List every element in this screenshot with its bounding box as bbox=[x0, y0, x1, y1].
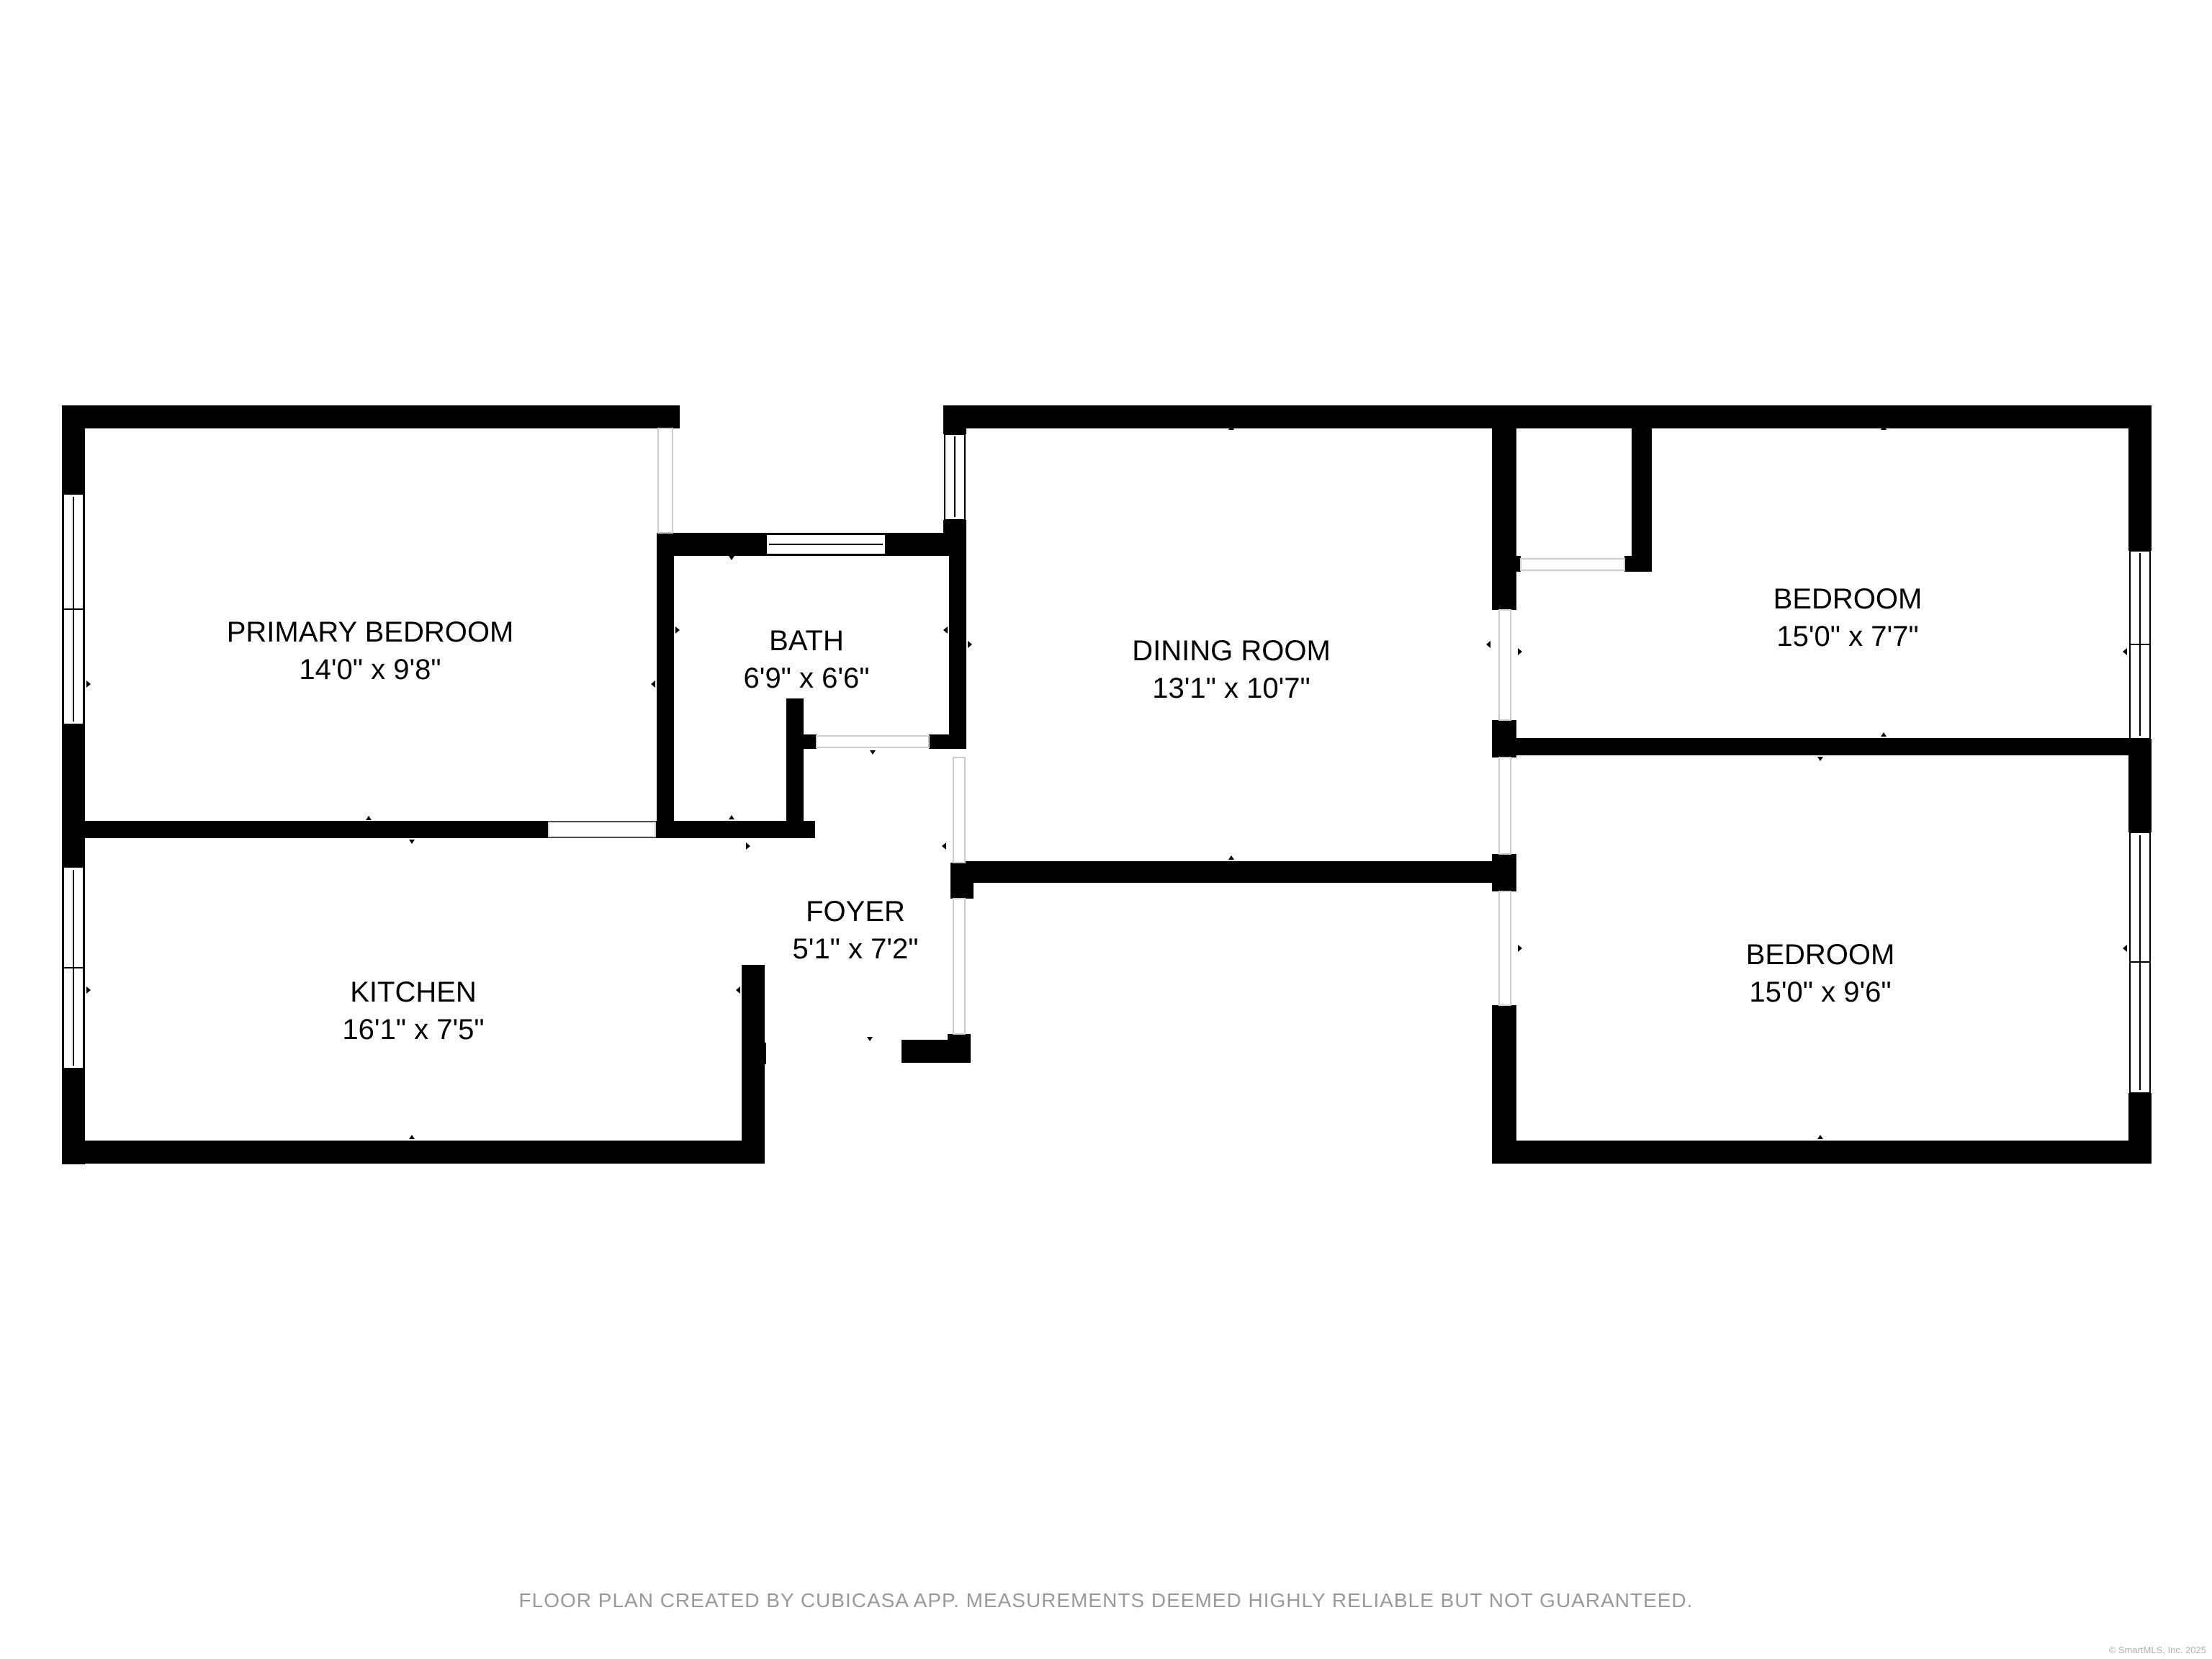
wall bbox=[786, 698, 804, 838]
wall bbox=[961, 861, 1515, 883]
dimension-marker bbox=[86, 680, 91, 688]
wall bbox=[943, 405, 966, 434]
door-opening bbox=[548, 822, 656, 837]
copyright-notice: © SmartMLS, Inc. 2025 bbox=[2108, 1645, 2206, 1655]
dimension-marker bbox=[870, 750, 876, 755]
room-size: 15'0" x 9'6" bbox=[1749, 976, 1892, 1008]
room-name: BATH bbox=[769, 625, 844, 657]
wall bbox=[1632, 405, 1652, 571]
dimension-marker bbox=[409, 840, 415, 844]
dimension-marker bbox=[675, 626, 680, 634]
room-size: 6'9" x 6'6" bbox=[743, 662, 870, 694]
dimension-marker bbox=[1881, 426, 1887, 430]
dimension-marker bbox=[366, 421, 372, 426]
wall bbox=[1624, 556, 1652, 572]
room-name: PRIMARY BEDROOM bbox=[226, 616, 514, 648]
wall bbox=[657, 533, 674, 838]
wall bbox=[943, 520, 966, 549]
wall bbox=[1492, 405, 1516, 610]
wall bbox=[62, 1141, 765, 1164]
dimension-marker bbox=[1228, 426, 1234, 430]
room-size: 13'1" x 10'7" bbox=[1152, 673, 1310, 704]
door-opening bbox=[1520, 558, 1625, 571]
wall bbox=[2128, 405, 2152, 551]
wall bbox=[948, 1034, 971, 1063]
dimension-marker bbox=[943, 626, 948, 634]
dimension-marker bbox=[729, 556, 734, 560]
room-name: BEDROOM bbox=[1773, 583, 1923, 615]
dimension-marker bbox=[1228, 855, 1234, 860]
wall bbox=[1511, 556, 1521, 572]
door-opening bbox=[1498, 891, 1511, 1006]
dimension-marker bbox=[651, 680, 655, 688]
wall bbox=[949, 533, 966, 749]
door-opening bbox=[657, 428, 673, 534]
dimension-marker bbox=[1518, 648, 1522, 655]
dimension-marker bbox=[1486, 641, 1491, 648]
door-opening bbox=[953, 898, 966, 1035]
dimension-marker bbox=[736, 986, 740, 994]
room-label-bedroom-lower: BEDROOM 15'0" x 9'6" bbox=[1746, 936, 1895, 1011]
walls bbox=[62, 405, 2152, 1164]
dimension-marker bbox=[729, 815, 734, 819]
wall bbox=[1492, 1005, 1516, 1164]
room-label-foyer: FOYER 5'1" x 7'2" bbox=[793, 893, 919, 968]
door-opening bbox=[816, 735, 930, 748]
door-opening bbox=[1498, 757, 1511, 855]
door-opening bbox=[1498, 609, 1511, 721]
wall bbox=[2128, 739, 2152, 832]
room-size: 14'0" x 9'8" bbox=[299, 654, 441, 685]
wall bbox=[943, 405, 2152, 428]
wall bbox=[62, 821, 815, 838]
dimension-marker bbox=[1817, 757, 1823, 761]
dimension-marker bbox=[1518, 945, 1522, 952]
wall bbox=[742, 1043, 766, 1064]
dimension-marker bbox=[968, 641, 972, 648]
dimension-marker bbox=[942, 842, 946, 850]
room-label-kitchen: KITCHEN 16'1" x 7'5" bbox=[342, 974, 484, 1048]
dimension-marker bbox=[366, 816, 372, 820]
room-label-bedroom-upper: BEDROOM 15'0" x 7'7" bbox=[1773, 580, 1923, 655]
wall bbox=[1492, 1141, 2152, 1164]
wall bbox=[1492, 854, 1516, 891]
dimension-marker bbox=[746, 842, 750, 850]
room-label-bath: BATH 6'9" x 6'6" bbox=[744, 622, 870, 697]
room-label-dining-room: DINING ROOM 13'1" x 10'7" bbox=[1132, 632, 1331, 707]
dimension-marker bbox=[2123, 945, 2127, 952]
wall bbox=[929, 734, 966, 749]
dimension-marker bbox=[2123, 648, 2127, 655]
dimension-markers bbox=[86, 421, 2127, 1139]
room-name: FOYER bbox=[806, 896, 905, 927]
dimension-marker bbox=[409, 1135, 415, 1139]
dimension-marker bbox=[867, 1037, 873, 1041]
wall bbox=[62, 405, 680, 428]
room-name: BEDROOM bbox=[1745, 939, 1895, 971]
room-name: DINING ROOM bbox=[1132, 635, 1331, 667]
dimension-marker bbox=[86, 986, 91, 994]
floor-plan-disclaimer: FLOOR PLAN CREATED BY CUBICASA APP. MEAS… bbox=[518, 1589, 1694, 1611]
wall bbox=[786, 734, 817, 749]
dimension-marker bbox=[1817, 1135, 1823, 1139]
room-size: 15'0" x 7'7" bbox=[1776, 621, 1919, 652]
room-label-primary-bedroom: PRIMARY BEDROOM 14'0" x 9'8" bbox=[227, 613, 514, 688]
room-size: 16'1" x 7'5" bbox=[342, 1014, 485, 1046]
wall bbox=[2128, 1093, 2152, 1164]
wall bbox=[1511, 738, 2144, 755]
dimension-marker bbox=[1881, 732, 1887, 737]
room-name: KITCHEN bbox=[350, 976, 477, 1008]
door-opening bbox=[953, 757, 966, 863]
room-size: 5'1" x 7'2" bbox=[792, 933, 919, 965]
windows bbox=[63, 433, 2151, 1094]
door-openings bbox=[548, 428, 1625, 1035]
